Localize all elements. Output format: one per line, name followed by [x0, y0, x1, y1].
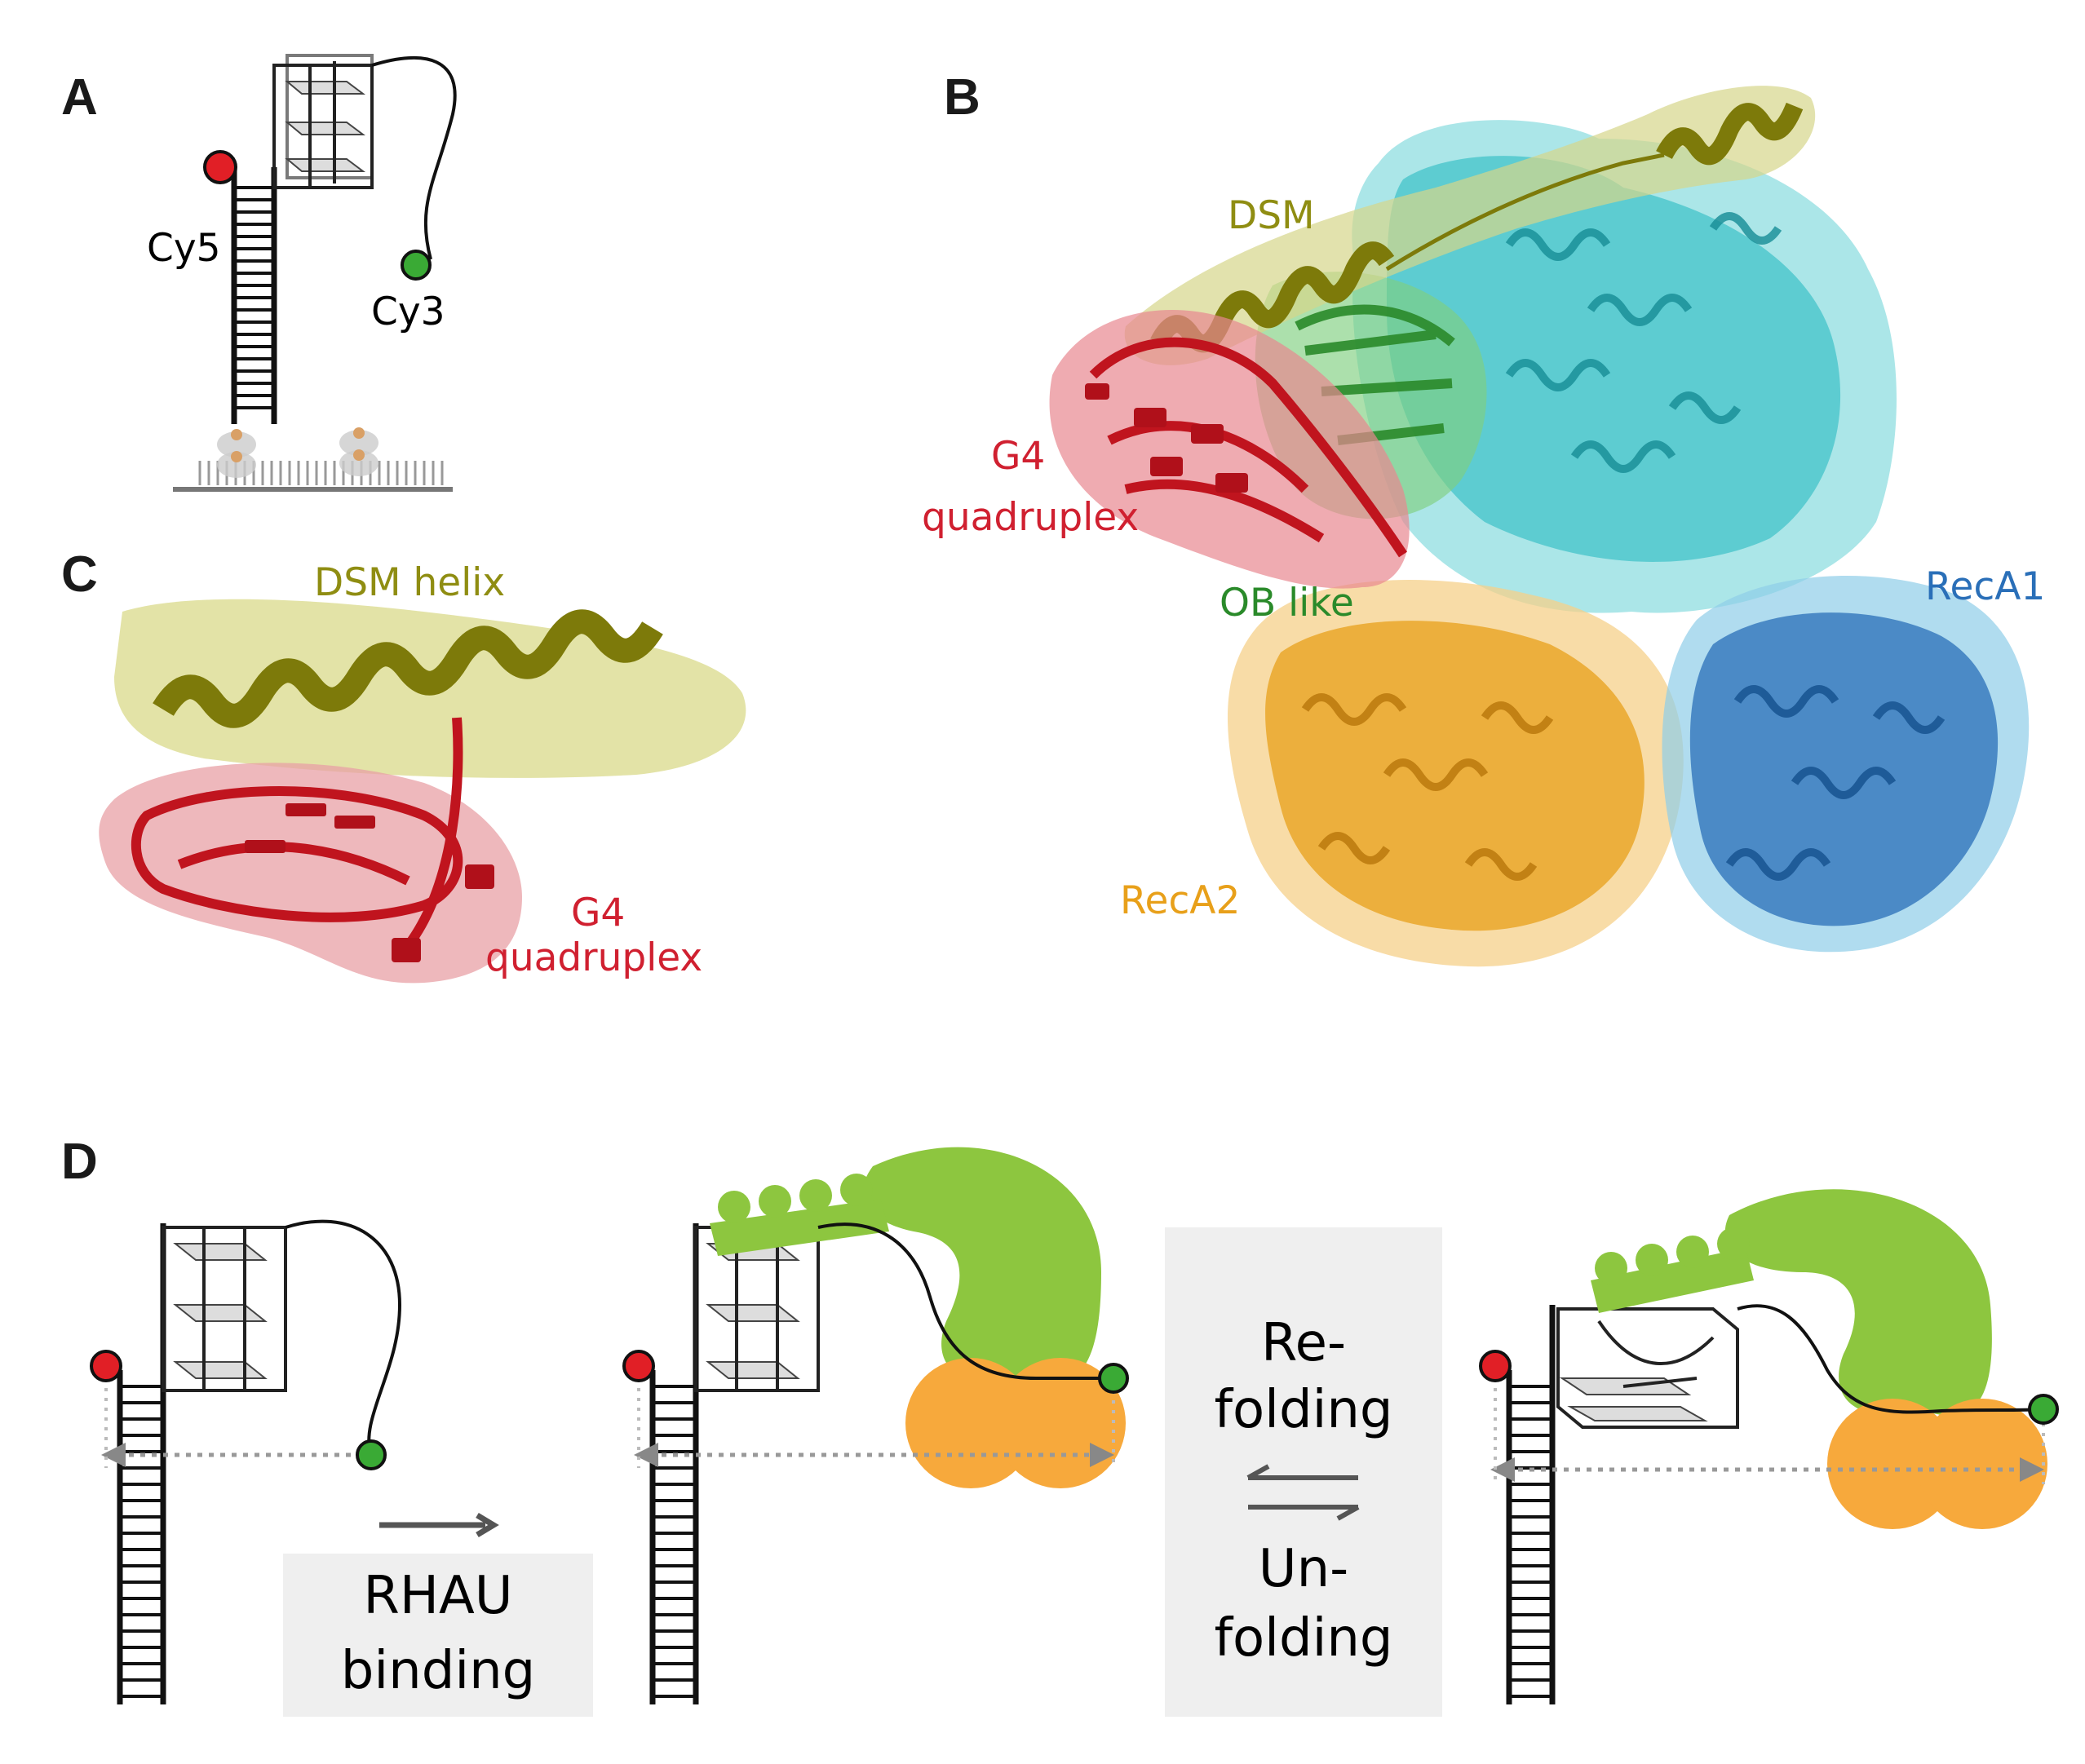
d2-cy3-icon — [1098, 1363, 1129, 1394]
streptavidin-icon — [217, 427, 378, 478]
panel-label-c: C — [61, 546, 98, 603]
cy5-dye-icon — [203, 150, 237, 184]
unfolding-label-line1: Un- — [1259, 1539, 1349, 1599]
d1-cy5-icon — [90, 1350, 122, 1382]
panel-c-structure: DSM helix G4 quadruplex — [99, 560, 746, 984]
d3-reca-domains-icon — [1827, 1399, 2047, 1529]
panel-d-state-bound — [622, 1147, 1129, 1704]
panel-d-state-unfolded — [1479, 1189, 2059, 1704]
reca1-label: RecA1 — [1925, 564, 2045, 609]
cy3-label: Cy3 — [371, 290, 445, 334]
d3-unfolded-g4-icon — [1556, 1307, 1739, 1429]
g4-label-line2: quadruplex — [922, 495, 1139, 540]
refolding-label-line2: folding — [1214, 1380, 1392, 1440]
d1-g4-icon — [162, 1226, 287, 1392]
rhau-label-line1: RHAU — [363, 1566, 512, 1626]
rhau-binding-box — [283, 1554, 593, 1717]
c-g4-label-line1: G4 — [571, 891, 625, 935]
panel-b-structure: DSM G4 quadruplex OB like RecA1 RecA2 — [922, 86, 2045, 967]
d2-g4-icon — [694, 1226, 820, 1392]
g-quadruplex-icon — [272, 54, 374, 189]
d2-cy5-icon — [622, 1350, 655, 1382]
panel-label-d: D — [61, 1134, 98, 1190]
c-g4-label-line2: quadruplex — [485, 935, 702, 980]
g4-label-line1: G4 — [991, 434, 1045, 479]
cy3-dye-icon — [401, 250, 432, 281]
dsm-helix-label: DSM helix — [314, 560, 505, 605]
dsm-label: DSM — [1228, 193, 1315, 238]
panel-label-b: B — [944, 69, 981, 126]
refolding-label-line1: Re- — [1261, 1313, 1346, 1373]
d3-cy3-icon — [2028, 1394, 2059, 1425]
unfolding-label-line2: folding — [1214, 1608, 1392, 1669]
d3-cy5-icon — [1479, 1350, 1512, 1382]
d2-rhau-protein-icon — [710, 1147, 1101, 1383]
binding-arrowhead — [476, 1512, 499, 1538]
cy5-label: Cy5 — [147, 226, 221, 271]
rhau-label-line2: binding — [341, 1641, 536, 1701]
unfold-arrow — [1248, 1505, 1360, 1521]
panel-label-a: A — [61, 69, 98, 126]
reca2-label: RecA2 — [1120, 878, 1240, 923]
panel-a-diagram: Cy5 Cy3 — [147, 54, 457, 492]
refold-arrow — [1246, 1464, 1358, 1480]
panel-d-state-folded — [90, 1219, 402, 1704]
equilibrium-box — [1165, 1227, 1442, 1717]
ob-like-label: OB like — [1220, 581, 1354, 626]
d3-rhau-protein-icon — [1591, 1189, 1992, 1416]
d1-cy3-icon — [356, 1439, 387, 1470]
